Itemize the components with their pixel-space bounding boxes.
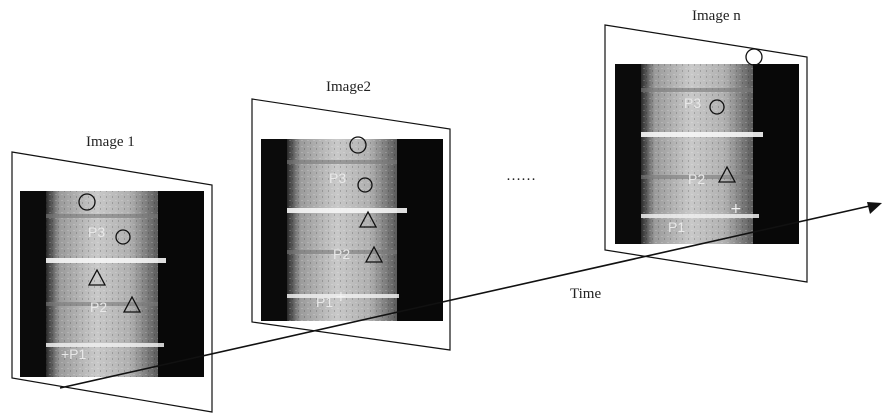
point-label-p3: P3 — [88, 224, 105, 240]
time-label: Time — [570, 286, 601, 302]
triangle-marker — [717, 165, 737, 183]
triangle-marker — [364, 245, 384, 263]
triangle-marker — [87, 268, 107, 286]
frame-title: Image n — [692, 8, 741, 24]
point-label-p2: P2 — [688, 171, 705, 187]
triangle-marker — [358, 210, 378, 228]
circle-marker — [709, 99, 725, 115]
frame-image-2: Image2 P3 P2 P1 + — [251, 79, 451, 351]
circle-marker — [349, 136, 367, 154]
point-label-p3: P3 — [684, 95, 701, 111]
circle-marker — [115, 229, 131, 245]
frame-image-n: Image n P3 P2 + P1 — [604, 8, 808, 283]
point-label-p1: P1 — [668, 219, 685, 235]
circle-marker — [78, 193, 96, 211]
time-arrow-head — [867, 202, 882, 214]
triangle-marker — [122, 295, 142, 313]
radiograph-image — [261, 139, 443, 321]
radiograph-image — [615, 64, 799, 244]
circle-marker — [745, 48, 763, 66]
time-axis: Time — [59, 202, 882, 389]
point-label-p2: P2 — [333, 246, 350, 262]
sequence-ellipsis: …… — [506, 168, 536, 184]
frame-image-1: Image 1 P3 P2 +P1 — [11, 134, 213, 413]
circle-marker — [357, 177, 373, 193]
point-label-p1: +P1 — [61, 346, 87, 362]
frame-title: Image2 — [326, 79, 371, 95]
plus-marker: + — [730, 201, 742, 217]
time-arrow-line — [59, 204, 875, 389]
point-label-p2: P2 — [90, 299, 107, 315]
point-label-p1: P1 — [316, 294, 333, 310]
frame-title: Image 1 — [86, 134, 135, 150]
point-label-p3: P3 — [329, 170, 346, 186]
radiograph-image — [20, 191, 204, 377]
plus-marker: + — [335, 289, 347, 305]
